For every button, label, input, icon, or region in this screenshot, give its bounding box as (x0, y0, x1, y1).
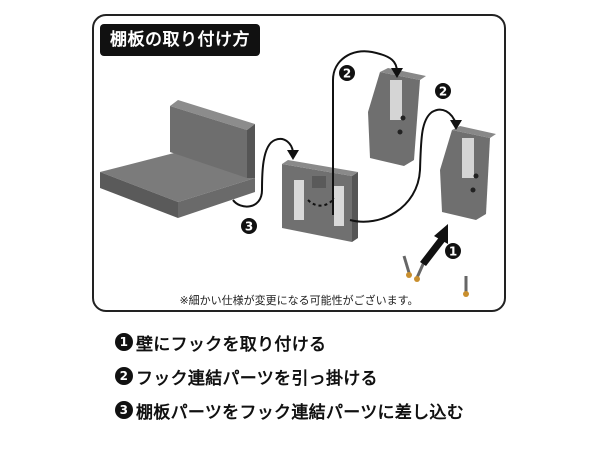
wall-hook-upper (368, 68, 426, 166)
arrow-step-3 (232, 138, 294, 208)
arrow-heads (287, 68, 462, 160)
arrow-step-1 (420, 224, 448, 266)
step-text: フック連結パーツを引っ掛ける (136, 368, 378, 389)
panel-title: 棚板の取り付け方 (100, 24, 260, 56)
shelf-board-part (100, 100, 255, 218)
arrow-step-2a (331, 50, 398, 216)
step-item-1: 1 壁にフックを取り付ける (115, 330, 464, 355)
screw-icon (414, 261, 426, 282)
screw-icon (402, 255, 412, 278)
step-item-3: 3 棚板パーツをフック連結パーツに差し込む (115, 398, 465, 423)
step-item-2: 2 フック連結パーツを引っ掛ける (115, 364, 464, 389)
screw-icon (463, 276, 469, 297)
assembly-flow-arrows (232, 50, 457, 223)
spec-change-note: ※細かい仕様が変更になる可能性がございます。 (179, 294, 419, 307)
step-number: 3 (115, 401, 133, 419)
steps-list: 1 壁にフックを取り付ける 2 フック連結パーツを引っ掛ける 3 棚板パーツをフ… (115, 330, 464, 432)
marker-2-lower: 2 (439, 85, 447, 99)
step-markers: 2 2 3 1 (241, 65, 461, 259)
arrow-step-2b (349, 108, 457, 223)
marker-1: 1 (449, 245, 457, 259)
step-number: 2 (115, 367, 133, 385)
step-text: 壁にフックを取り付ける (136, 334, 327, 355)
step-number: 1 (115, 333, 133, 351)
step-text: 棚板パーツをフック連結パーツに差し込む (136, 402, 465, 423)
marker-2-upper: 2 (343, 67, 351, 81)
hook-connector-part (282, 160, 358, 242)
marker-3: 3 (245, 220, 253, 234)
screws (402, 255, 469, 297)
wall-hook-lower (440, 126, 496, 220)
